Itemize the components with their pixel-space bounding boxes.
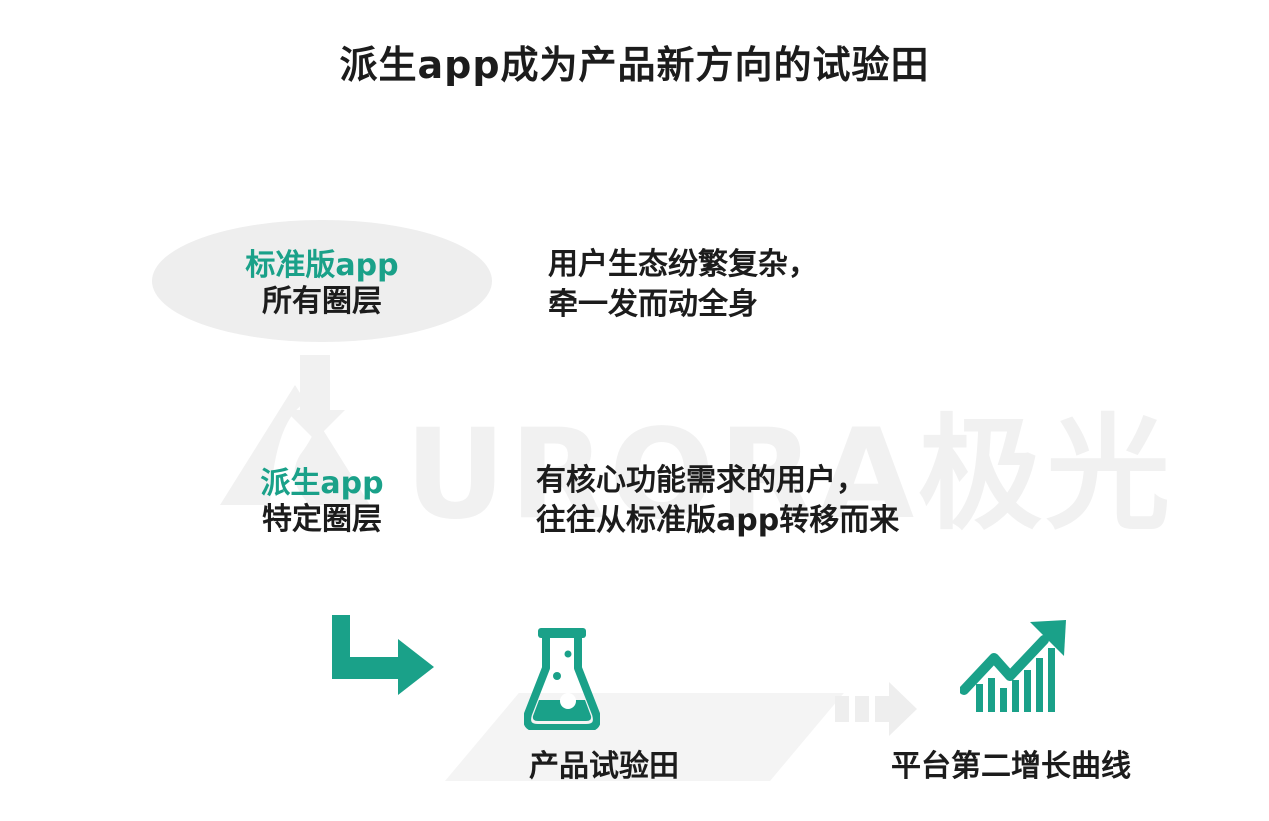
growth-chart-icon (960, 620, 1066, 712)
tier-standard-app: 标准版app 所有圈层 (202, 248, 442, 320)
standard-app-ellipse (152, 220, 492, 342)
description-line: 用户生态纷繁复杂， (548, 247, 818, 282)
tier-derived-app-description: 有核心功能需求的用户， 往往从标准版app转移而来 (536, 461, 899, 541)
tier-derived-app-scope: 特定圈层 (262, 502, 382, 537)
tier-standard-app-scope: 所有圈层 (262, 284, 382, 319)
description-line: 牵一发而动全身 (548, 287, 758, 322)
description-line: 有核心功能需求的用户， (536, 463, 866, 498)
description-line: 往往从标准版app转移而来 (536, 503, 900, 538)
page-title: 派生app成为产品新方向的试验田 (339, 43, 930, 87)
tier-derived-app: 派生app 特定圈层 (202, 466, 442, 538)
tier-standard-app-description: 用户生态纷繁复杂， 牵一发而动全身 (548, 245, 818, 325)
outcome-second-growth-curve: 平台第二增长曲线 (891, 749, 1131, 784)
flask-icon (524, 628, 600, 730)
tier-derived-app-name: 派生app (260, 466, 384, 501)
corner-down-right-arrow-icon (332, 615, 434, 695)
right-arrow-icon (835, 682, 917, 736)
outcome-product-testbed: 产品试验田 (529, 749, 679, 784)
tier-standard-app-name: 标准版app (245, 248, 399, 283)
